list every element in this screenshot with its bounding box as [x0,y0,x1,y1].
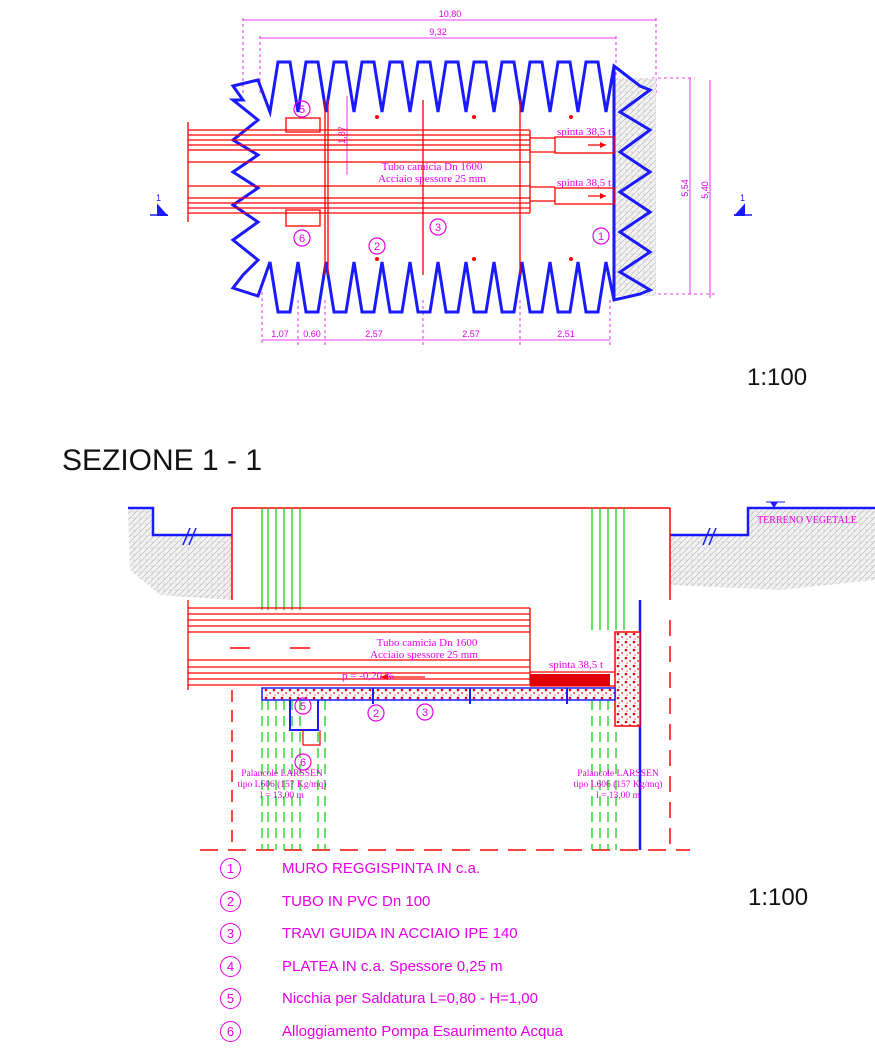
plan-marker-3: 3 [435,222,441,234]
plan-marker-6: 6 [299,233,305,245]
plan-scale: 1:100 [747,364,808,391]
plan-dimension-lines [242,18,715,345]
legend-text: TRAVI GUIDA IN ACCIAIO IPE 140 [282,925,518,942]
legend-text: MURO REGGISPINTA IN c.a. [282,860,481,877]
section-soil-left [128,508,232,600]
legend-item: 1 MURO REGGISPINTA IN c.a. [220,858,820,891]
sheet-pile-left-line-2: tipo L606 (157 Kg/mq) [238,779,327,790]
section-title: SEZIONE 1 - 1 [62,444,263,477]
section-pipe [187,600,615,690]
dim-bottom-1: 1.07 [271,329,289,339]
sheet-pile-right-line-1: Palancole LARSSEN [577,769,659,779]
plan-thrust-label-2: spinta 38,5 t [557,177,611,189]
dim-overall-length: 10,80 [439,9,462,19]
legend-number: 2 [220,890,241,912]
sheet-pile-right-line-2: tipo L606 (157 Kg/mq) [574,779,663,790]
legend-text: TUBO IN PVC Dn 100 [282,892,431,910]
thrust-wall [614,631,641,727]
legend-number: 5 [220,988,241,1009]
sheet-pile-left-line-3: l = 13,00 m [260,791,304,801]
section-marker-3: 3 [422,707,428,719]
section-marker-left-label: 1 [156,193,161,203]
dim-bottom-5: 2.51 [557,329,575,339]
plan-pipe-lines [187,100,615,275]
legend-number: 1 [220,858,241,879]
section-slab [261,687,616,701]
dim-overall-width: 5,54 [680,179,690,197]
legend-item: 5 Nicchia per Saldatura L=0,80 - H=1,00 [220,988,820,1021]
section-marker-right [733,203,752,216]
sheet-pile-left-line-1: Palancole LARSSEN [241,769,323,779]
section-marker-left [150,203,169,216]
legend-text: Nicchia per Saldatura L=0,80 - H=1,00 [282,990,538,1007]
plan-pipe-label-2: Acciaio spessore 25 mm [378,173,486,185]
legend-text: PLATEA IN c.a. Spessore 0,25 m [282,957,503,975]
section-marker-right-label: 1 [740,193,745,203]
legend-text: Alloggiamento Pompa Esaurimento Acqua [282,1022,564,1040]
section-marker-2: 2 [373,708,379,720]
dim-bottom-4: 2.57 [462,329,480,339]
terrain-label: TERRENO VEGETALE [757,515,857,526]
dim-inner-width: 5,40 [700,181,710,199]
plan-pipe-label-1: Tubo camicia Dn 1600 [382,161,483,173]
legend-item: 2 TUBO IN PVC Dn 100 [220,890,820,924]
legend-number: 6 [220,1020,241,1042]
legend-number: 4 [220,955,241,977]
legend: 1 MURO REGGISPINTA IN c.a. 2 TUBO IN PVC… [220,858,820,1053]
sheet-pile-right-line-3: l = 13,00 m [596,791,640,801]
plan-marker-2: 2 [374,241,380,253]
legend-item: 3 TRAVI GUIDA IN ACCIAIO IPE 140 [220,923,820,956]
plan-sheet-pile-outline [228,60,654,314]
section-niche [289,700,319,731]
plan-marker-1: 1 [598,231,604,243]
section-view: TERRENO VEGETALE [128,501,875,851]
legend-number: 3 [220,923,241,944]
plan-thrust-label-1: spinta 38,5 t [557,126,611,138]
plan-view: 10,80 9,32 1.07 0.60 2.57 2.57 2.51 5,54… [150,9,752,345]
section-marker-5: 5 [300,701,306,713]
section-scale: 1:100 [748,884,809,911]
section-soil-right [670,508,875,590]
legend-item: 4 PLATEA IN c.a. Spessore 0,25 m [220,955,820,989]
section-pipe-label-2: Acciaio spessore 25 mm [370,649,478,661]
legend-item: 6 Alloggiamento Pompa Esaurimento Acqua [220,1020,820,1054]
dim-bottom-3: 2.57 [365,329,383,339]
section-pipe-label-1: Tubo camicia Dn 1600 [377,637,478,649]
section-slope-label: p = -0,20 % [342,670,394,682]
plan-marker-5: 5 [299,104,305,116]
section-thrust-label: spinta 38,5 t [549,659,603,671]
dim-inner-length: 9,32 [429,27,447,37]
dim-bottom-2: 0.60 [303,329,321,339]
section-marker-6: 6 [300,757,306,769]
